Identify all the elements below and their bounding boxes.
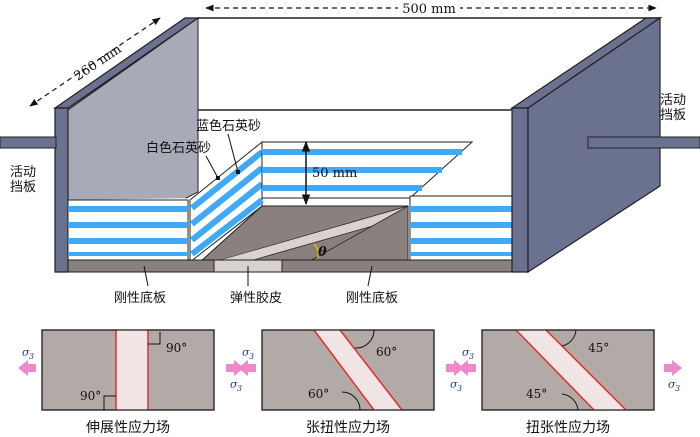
angle-top-label: 90°: [166, 341, 187, 355]
left-layer-block: [67, 199, 189, 261]
stress-arrow: [238, 360, 256, 376]
stress-arrow: [664, 360, 682, 376]
white-sand-label: 白色石英砂: [146, 140, 211, 156]
height-label: 50 mm: [312, 166, 357, 181]
stress-arrow: [446, 360, 464, 376]
rigid-base-left-label: 刚性底板: [114, 290, 166, 306]
right-layer-block: [409, 195, 513, 261]
stress-arrow: [18, 360, 36, 376]
panel-caption: 伸展性应力场: [86, 419, 170, 436]
rigid-base-right-label: 刚性底板: [346, 290, 398, 306]
sigma-subscript: 3: [249, 352, 254, 361]
zone-edge-left: [515, 329, 595, 411]
sand-annotations: 蓝色石英砂 白色石英砂: [146, 118, 261, 180]
stress-arrow: [458, 360, 476, 376]
rigid-base-right: [281, 259, 513, 273]
sigma-label: σ: [22, 346, 30, 359]
stress-panel-2: 60° 60° 张扭性应力场: [261, 329, 435, 436]
sigma-subscript: 3: [29, 352, 34, 361]
rubber-sheet-label: 弹性胶皮: [230, 290, 282, 306]
oblique-layer-face: [189, 140, 474, 264]
angle-marker-top: [561, 329, 577, 347]
rubber-zone: [516, 330, 626, 410]
theta-label: θ: [318, 245, 327, 260]
panel-caption: 张扭性应力场: [306, 419, 390, 436]
sigma-label: σ: [462, 346, 470, 359]
sigma-subscript: 3: [469, 352, 474, 361]
blue-sand-label: 蓝色石英砂: [196, 118, 261, 134]
left-rod[interactable]: [0, 136, 57, 149]
rubber-zone: [116, 330, 148, 410]
right-plate[interactable]: [511, 107, 529, 273]
angle-marker-top: [148, 332, 161, 345]
zone-edge-right: [545, 329, 627, 411]
left-wall-label: 活动挡板: [10, 165, 36, 195]
angle-top-label: 45°: [588, 341, 609, 355]
stress-arrow: [226, 360, 244, 376]
sigma-label: σ: [242, 346, 250, 359]
angle-marker-bottom: [561, 393, 579, 411]
wall-labels: 活动挡板 活动挡板: [10, 93, 686, 195]
zone-edge-right: [339, 329, 403, 411]
base-labels: 刚性底板 弹性胶皮 刚性底板: [114, 265, 398, 306]
angle-marker-top: [354, 329, 375, 349]
angle-bottom-label: 90°: [80, 389, 101, 403]
dimension-500: 500 mm: [205, 1, 657, 17]
angle-bottom-label: 60°: [308, 387, 329, 401]
right-wall-label: 活动挡板: [660, 93, 686, 123]
angle-top-label: 60°: [376, 345, 397, 359]
sigma-subscript: 3: [457, 384, 462, 393]
sigma-label: σ: [668, 378, 676, 391]
rubber-zone: [314, 330, 402, 410]
angle-bottom-label: 45°: [526, 387, 547, 401]
rigid-base-left: [67, 259, 215, 273]
zone-edge-left: [313, 329, 375, 411]
theta-marker: θ: [313, 243, 327, 260]
sigma-subscript: 3: [675, 384, 680, 393]
sigma-label: σ: [450, 378, 458, 391]
sigma-label: σ: [230, 378, 238, 391]
left-plate-face[interactable]: [54, 107, 69, 273]
stress-panel-3: 45° 45° 扭张性应力场: [481, 329, 655, 436]
dimension-50: 50 mm: [301, 140, 357, 206]
panel-caption: 扭张性应力场: [526, 419, 610, 436]
angle-marker-bottom: [341, 391, 361, 411]
length-label: 500 mm: [402, 2, 456, 17]
angle-marker-bottom: [103, 395, 116, 410]
stress-panel-1: 90° 90° 伸展性应力场: [41, 329, 215, 436]
right-rod[interactable]: [587, 136, 700, 149]
sigma-subscript: 3: [237, 384, 242, 393]
